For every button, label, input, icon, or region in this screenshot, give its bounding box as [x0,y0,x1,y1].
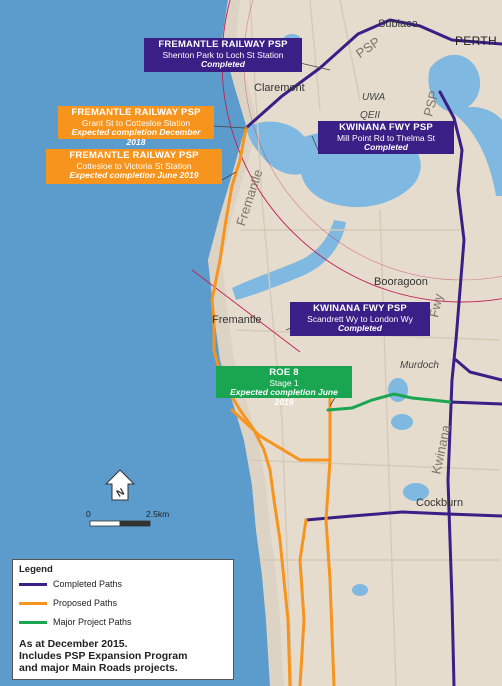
place-subiaco: Subiaco [378,18,418,30]
legend-item-completed: Completed Paths [19,578,122,590]
place-claremont: Claremont [254,82,305,94]
callout-title: ROE 8 [269,367,299,378]
legend-title: Legend [19,564,53,575]
lake-2 [391,414,413,430]
callout-fremantle-cottesloe: FREMANTLE RAILWAY PSP Cottesloe to Victo… [46,149,222,184]
north-arrow-icon: N [104,469,136,501]
legend: Legend Completed Paths Proposed Paths Ma… [12,559,234,680]
lake-4 [352,584,368,596]
legend-label: Major Project Paths [53,617,132,627]
lake-1 [388,378,408,402]
coastal-strip [208,0,284,686]
legend-item-major-project: Major Project Paths [19,616,132,628]
major-project-path [326,392,452,412]
callout-subtitle: Cottesloe to Victoria St Station [76,160,192,171]
legend-swatch-completed [19,582,47,586]
swan-river [246,121,314,175]
legend-label: Completed Paths [53,579,123,589]
callout-subtitle: Grant St to Cottesloe Station [81,117,191,128]
callout-status: Completed [364,142,408,153]
legend-note-line-1: As at December 2015. [19,638,128,650]
perth-water [428,54,481,112]
callout-fremantle-shenton-park: FREMANTLE RAILWAY PSP Shenton Park to Lo… [144,38,302,72]
callout-subtitle: Mill Point Rd to Thelma St [336,132,436,143]
callout-title: FREMANTLE RAILWAY PSP [69,150,199,161]
callout-title: KWINANA FWY PSP [339,122,433,133]
radial-line [191,269,301,353]
callout-status: Expected completion December 2018 [71,127,201,147]
callout-kwinana-mill-point: KWINANA FWY PSP Mill Point Rd to Thelma … [318,121,454,154]
callout-title: FREMANTLE RAILWAY PSP [71,107,201,118]
place-uwa: UWA [362,92,386,103]
completed-paths [244,18,502,686]
place-fremantle: Fremantle [212,314,262,326]
legend-swatch-major-project [19,620,47,624]
legend-note: As at December 2015. Includes PSP Expans… [19,638,229,674]
legend-note-line-3: and major Main Roads projects. [19,662,178,675]
scale-start-label: 0 [86,509,91,519]
callout-status: Expected completion June 2019 [230,387,338,407]
swan-river-channel [232,220,346,300]
place-booragoon: Booragoon [374,276,428,288]
callout-title: FREMANTLE RAILWAY PSP [158,39,288,50]
callout-subtitle: Shenton Park to Loch St Station [162,49,284,60]
callout-status: Expected completion June 2019 [69,170,199,181]
legend-label: Proposed Paths [53,598,118,608]
place-cockburn: Cockburn [416,497,464,509]
legend-item-proposed: Proposed Paths [19,597,117,609]
callout-subtitle: Stage 1 [269,377,299,388]
callout-kwinana-scandrett: KWINANA FWY PSP Scandrett Wy to London W… [290,302,430,336]
place-murdoch: Murdoch [400,360,439,371]
scale-bar [89,520,151,527]
minor-roads [235,0,501,686]
callout-status: Completed [201,59,245,70]
place-perth: PERTH [455,34,497,48]
callout-roe-8: ROE 8 Stage 1 Expected completion June 2… [216,366,352,406]
callout-subtitle: Scandrett Wy to London Wy [307,313,413,324]
callout-status: Completed [338,323,382,334]
callout-title: KWINANA FWY PSP [313,303,407,314]
legend-note-line-2: Includes PSP Expansion Program [19,650,188,663]
north-label: N [115,487,127,500]
lake-3 [403,483,429,501]
legend-swatch-proposed [19,601,47,605]
scale-end-label: 2.5km [146,509,170,519]
river-upper [452,106,502,196]
place-qeii: QEII [360,110,381,121]
callout-fremantle-grant-st: FREMANTLE RAILWAY PSP Grant St to Cottes… [58,106,214,146]
